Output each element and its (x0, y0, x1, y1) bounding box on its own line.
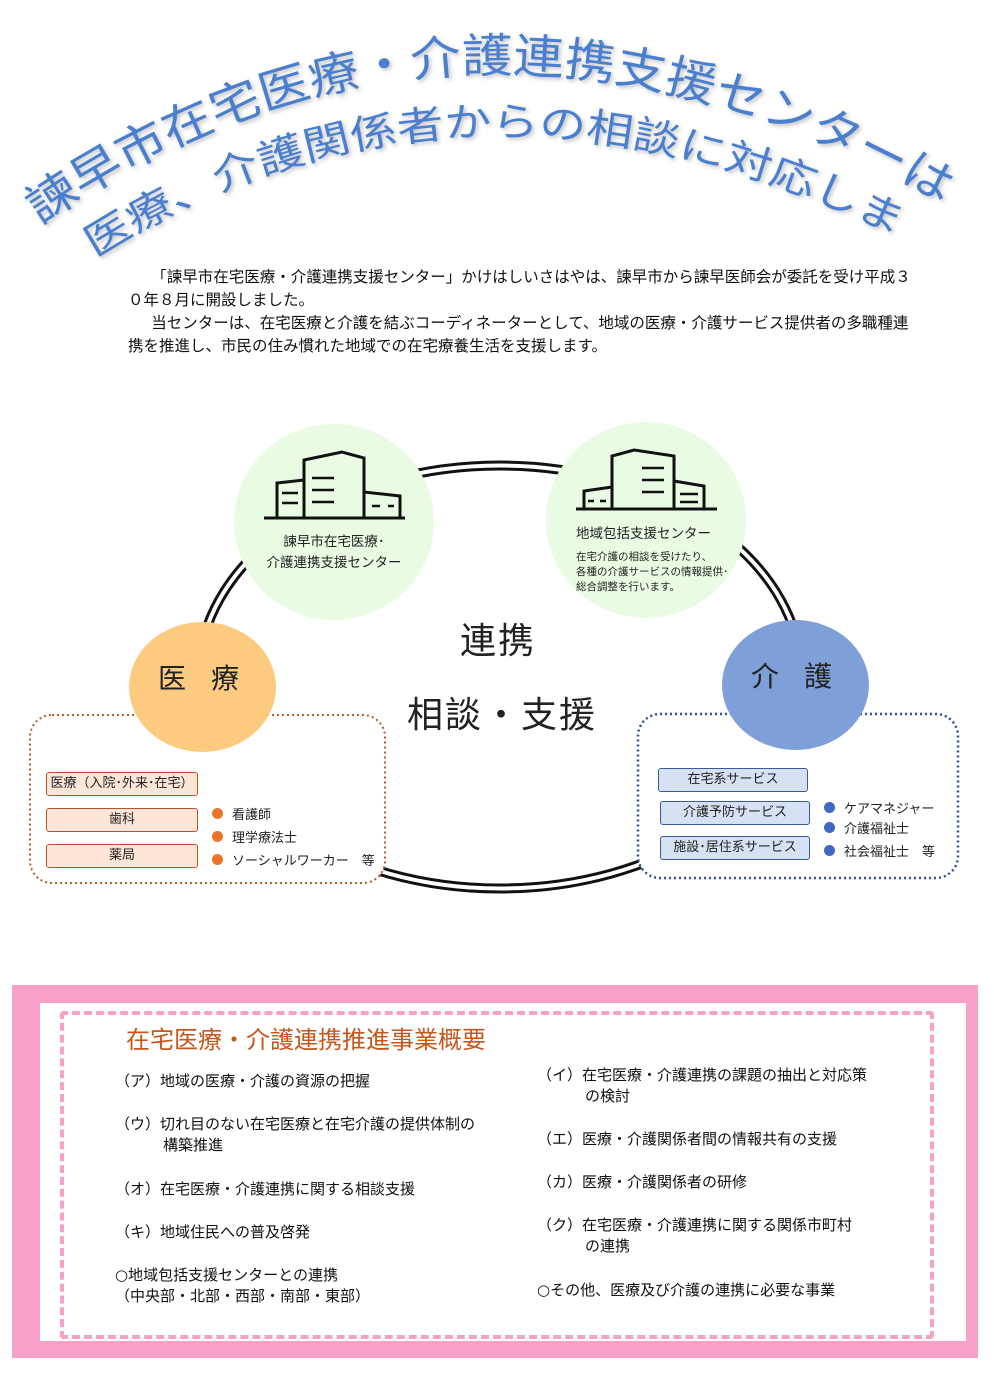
pharmacy-tag: 薬局 (46, 844, 198, 868)
summary-item: （ク）在宅医療・介護連携に関する関係市町村の連携 (537, 1216, 853, 1255)
summary-item: （ウ）切れ目のない在宅医療と在宅介護の提供体制の構築推進 (115, 1115, 476, 1154)
building-icon (264, 450, 405, 520)
summary-item: （カ）医療・介護関係者の研修 (537, 1173, 748, 1191)
bullet-icon (212, 831, 223, 842)
curved-title: 諫早市在宅医療・介護連携支援センターは、 医療、介護関係者からの相談に対応します… (0, 0, 964, 266)
community-center-title: 地域包括支援センター (576, 526, 711, 542)
support-center-line-2: 介護連携支援センター (266, 555, 402, 571)
consultation-support-label: 相談・支援 (406, 695, 597, 736)
bullet-icon (824, 845, 835, 856)
medical-tag: 医療（入院･外来･在宅） (46, 772, 198, 796)
bullet-icon (824, 822, 835, 833)
staff-care-manager: ケアマネジャー (844, 802, 935, 817)
summary-title: 在宅医療・介護連携推進事業概要 (126, 1026, 486, 1054)
medical-circle: 医 療 (129, 622, 276, 752)
summary-item: （イ）在宅医療・介護連携の課題の抽出と対応策の検討 (537, 1066, 868, 1105)
bullet-icon (212, 808, 223, 819)
prevention-service-tag: 介護予防サービス (660, 801, 810, 825)
summary-item: （キ）地域住民への普及啓発 (115, 1223, 311, 1241)
staff-social-welfare: 社会福祉士 等 (844, 845, 936, 860)
intro-paragraph-2: 当センターは、在宅医療と介護を結ぶコーディネーターとして、地域の医療・介護サービ… (128, 314, 909, 355)
care-circle: 介 護 (722, 620, 869, 750)
summary-item: （オ）在宅医療・介護連携に関する相談支援 (115, 1180, 416, 1198)
care-label: 介 護 (751, 660, 840, 693)
community-center-circle: 地域包括支援センター 在宅介護の相談を受けたり、 各種の介護サービスの情報提供･… (546, 422, 746, 618)
facility-service-tag: 施設･居住系サービス (660, 836, 810, 860)
home-service-tag: 在宅系サービス (658, 768, 808, 792)
support-center-line-1: 諫早市在宅医療･ (283, 534, 385, 550)
bullet-icon (824, 802, 835, 813)
community-center-desc-3: 総合調整を行います。 (576, 581, 680, 593)
community-center-desc-2: 各種の介護サービスの情報提供･ (576, 566, 729, 578)
staff-social-worker: ソーシャルワーカー 等 (232, 854, 375, 869)
dental-tag: 歯科 (46, 808, 198, 832)
staff-pt: 理学療法士 (232, 831, 298, 846)
building-icon (576, 448, 717, 511)
community-center-desc-1: 在宅介護の相談を受けたり、 (576, 551, 713, 563)
intro-text: 「諫早市在宅医療・介護連携支援センター」かけはしいさはやは、諫早市から諫早医師会… (128, 266, 918, 358)
summary-item: （ア）地域の医療・介護の資源の把握 (115, 1072, 371, 1090)
bullet-icon (212, 854, 223, 865)
cooperation-label: 連携 (459, 621, 536, 662)
intro-paragraph-1: 「諫早市在宅医療・介護連携支援センター」かけはしいさはやは、諫早市から諫早医師会… (128, 268, 911, 309)
staff-nurse: 看護師 (232, 808, 272, 823)
summary-item: ○地域包括支援センターとの連携（中央部・北部・西部・南部・東部） (115, 1266, 371, 1305)
summary-item: ○その他、医療及び介護の連携に必要な事業 (537, 1281, 836, 1299)
staff-care-worker: 介護福祉士 (844, 822, 910, 837)
medical-label: 医 療 (158, 662, 247, 695)
summary-item: （エ）医療・介護関係者間の情報共有の支援 (537, 1130, 838, 1148)
support-center-circle: 諫早市在宅医療･ 介護連携支援センター (234, 424, 434, 620)
summary-frame (12, 985, 978, 1358)
